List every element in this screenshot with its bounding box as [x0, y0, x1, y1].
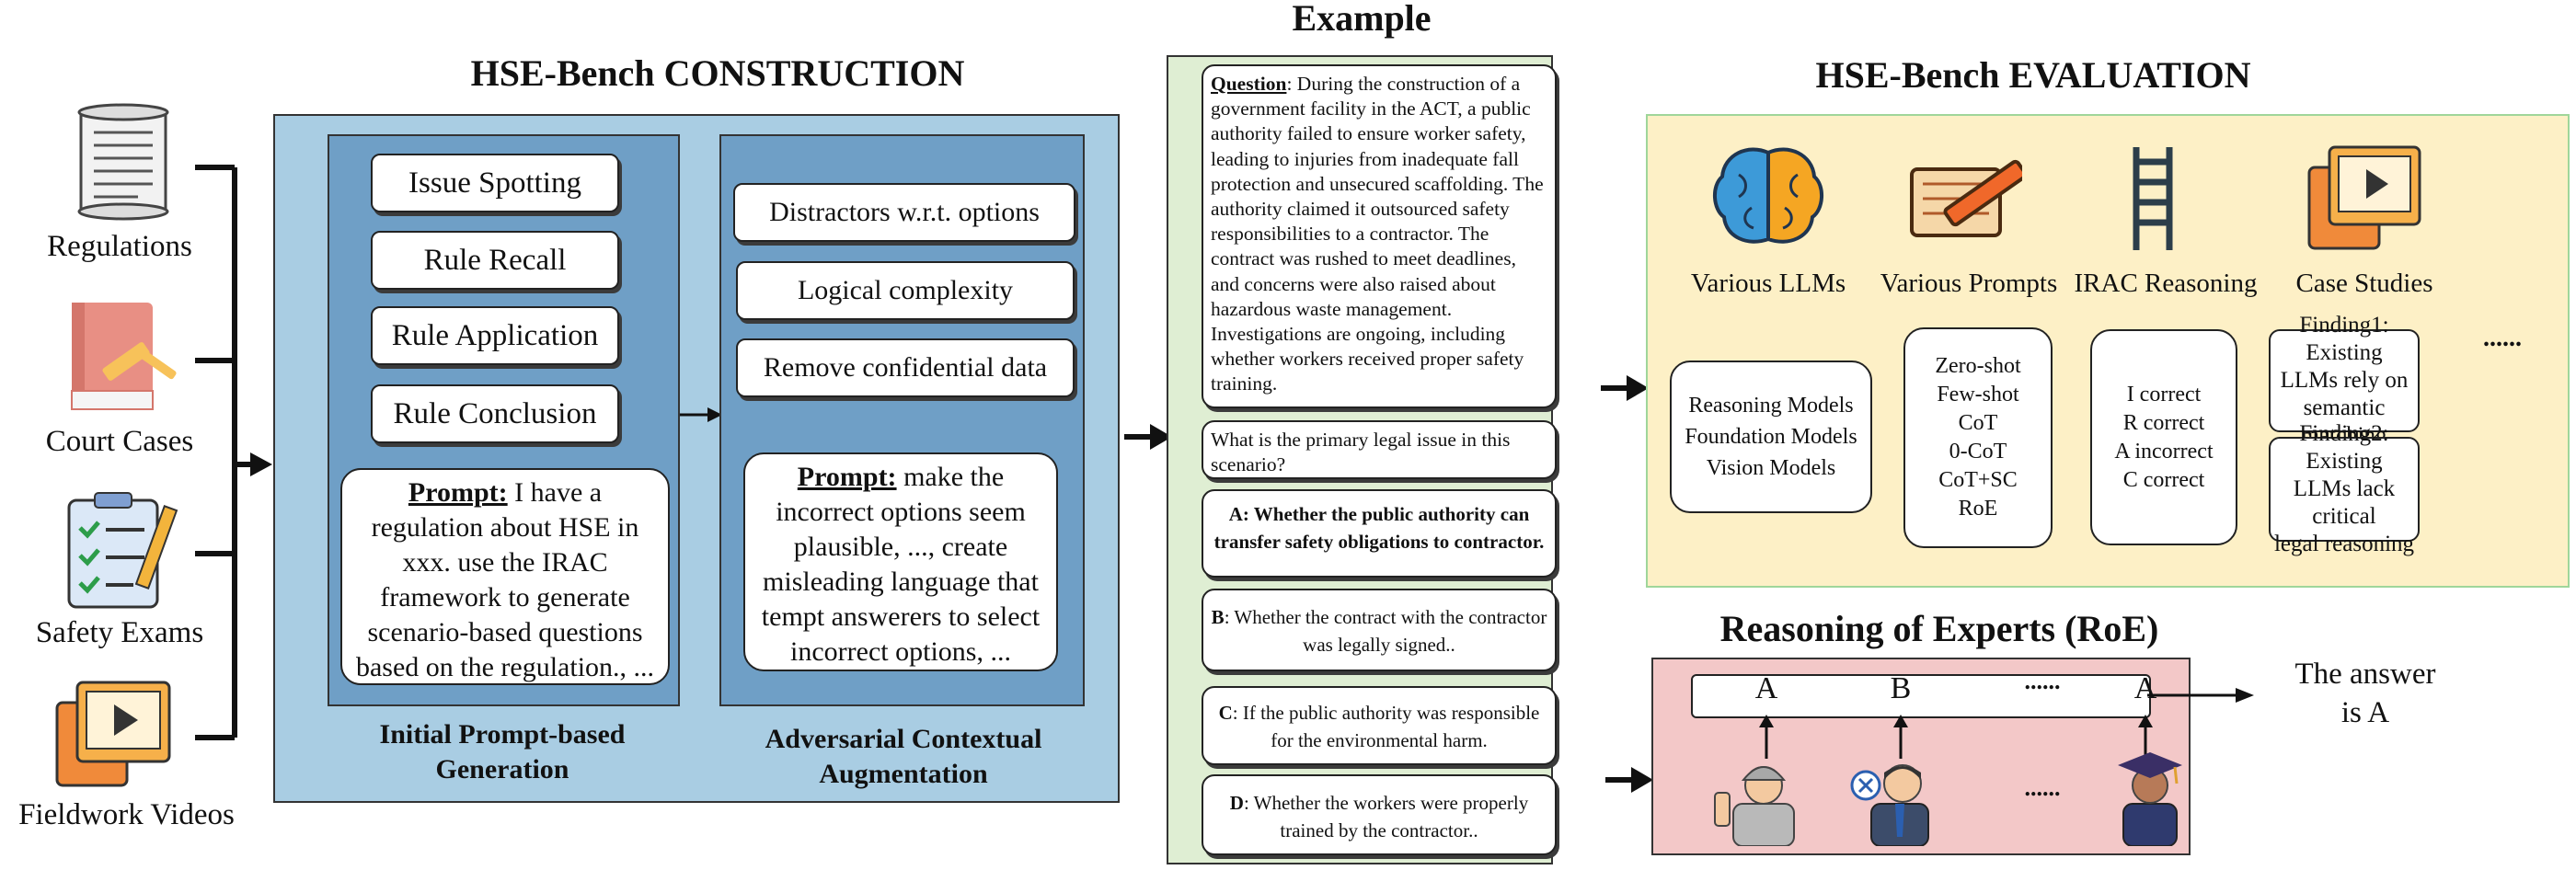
gavel-book-icon — [64, 299, 184, 418]
worker-expert-icon — [1713, 745, 1814, 847]
augmentation-prompt-label: Prompt: — [797, 462, 897, 492]
augmentation-prompt-box: Prompt: make the incorrect options seem … — [743, 452, 1058, 671]
rule-recall-box: Rule Recall — [371, 231, 619, 290]
generation-prompt-label: Prompt: — [408, 477, 508, 508]
augmentation-caption: Adversarial Contextual Augmentation — [765, 724, 1042, 789]
option-a-box: A: Whether the public authority can tran… — [1202, 489, 1557, 578]
evaluation-ellipsis: ...... — [2483, 324, 2522, 352]
experts-ellipsis: ...... — [2024, 774, 2061, 801]
pencil-notebook-icon — [1904, 147, 2028, 250]
roe-up-arrows — [1759, 715, 2153, 759]
roe-expert2-answer: B — [1890, 671, 1912, 705]
roe-expertn-answer: A — [2133, 671, 2157, 705]
question-text: : During the construction of a governmen… — [1211, 73, 1544, 395]
rule-application-box: Rule Application — [371, 306, 619, 365]
source-label-safety-exams: Safety Exams — [35, 616, 204, 649]
roe-answer-text: The answer is A — [2294, 658, 2436, 729]
finding2-box: Finding2: Existing LLMs lack critical le… — [2269, 421, 2420, 556]
roe-title: Reasoning of Experts (RoE) — [1719, 608, 2159, 649]
distractors-box: Distractors w.r.t. options — [733, 183, 1075, 242]
roe-bar-ellipsis: ...... — [2024, 668, 2061, 694]
logical-complexity-box: Logical complexity — [736, 261, 1075, 320]
option-d-box: D: Whether the workers were properly tra… — [1202, 774, 1557, 855]
example-to-roe-arrow — [1605, 767, 1653, 793]
column-arrow — [680, 407, 722, 422]
category-label-prompts: Various Prompts — [1880, 269, 2058, 298]
checklist-icon — [60, 487, 184, 612]
augmentation-prompt-text: make the incorrect options seem plausibl… — [761, 462, 1041, 667]
question-box: Question: During the construction of a g… — [1202, 64, 1557, 408]
source-label-court-cases: Court Cases — [45, 425, 194, 458]
roe-answer-arrow — [2147, 688, 2254, 703]
brain-icon — [1711, 143, 1825, 252]
source-label-regulations: Regulations — [47, 230, 192, 263]
option-b-box: B: Whether the contract with the contrac… — [1202, 589, 1557, 671]
example-to-evaluation-arrow — [1601, 375, 1649, 401]
businessman-expert-icon — [1849, 745, 1950, 847]
category-label-llms: Various LLMs — [1690, 269, 1846, 298]
ladder-icon — [2127, 143, 2179, 254]
construction-to-example-arrow — [1124, 424, 1172, 450]
question-label: Question — [1211, 73, 1287, 95]
source-label-fieldwork-videos: Fieldwork Videos — [18, 798, 235, 831]
issue-spotting-box: Issue Spotting — [371, 154, 619, 212]
rule-conclusion-box: Rule Conclusion — [371, 384, 619, 443]
category-label-case-studies: Case Studies — [2295, 269, 2433, 298]
primary-issue-box: What is the primary legal issue in this … — [1202, 420, 1557, 479]
generation-caption: Initial Prompt-based Generation — [379, 719, 626, 784]
generation-prompt-text: I have a regulation about HSE in xxx. us… — [355, 477, 655, 682]
prompt-types-box: Zero-shot Few-shot CoT 0-CoT CoT+SC RoE — [1903, 327, 2053, 548]
category-label-irac: IRAC Reasoning — [2074, 269, 2258, 298]
generation-prompt-box: Prompt: I have a regulation about HSE in… — [340, 468, 670, 685]
example-title: Example — [1292, 0, 1432, 39]
finding1-box: Finding1: Existing LLMs rely on semantic… — [2269, 313, 2420, 448]
case-study-video-icon — [2306, 143, 2423, 252]
roe-expert1-answer: A — [1754, 671, 1778, 705]
scroll-icon — [64, 101, 184, 221]
llm-types-box: Reasoning Models Foundation Models Visio… — [1670, 361, 1872, 513]
sources-bracket — [195, 165, 272, 740]
irac-results-box: I correct R correct A incorrect C correc… — [2090, 329, 2237, 545]
video-icon — [53, 679, 173, 789]
roe-answer-bar — [1691, 674, 2151, 718]
remove-confidential-box: Remove confidential data — [736, 338, 1075, 397]
graduate-expert-icon — [2099, 741, 2201, 847]
option-c-box: C: If the public authority was responsib… — [1202, 686, 1557, 765]
evaluation-title: HSE-Bench EVALUATION — [1815, 54, 2251, 96]
construction-title: HSE-Bench CONSTRUCTION — [470, 52, 965, 94]
